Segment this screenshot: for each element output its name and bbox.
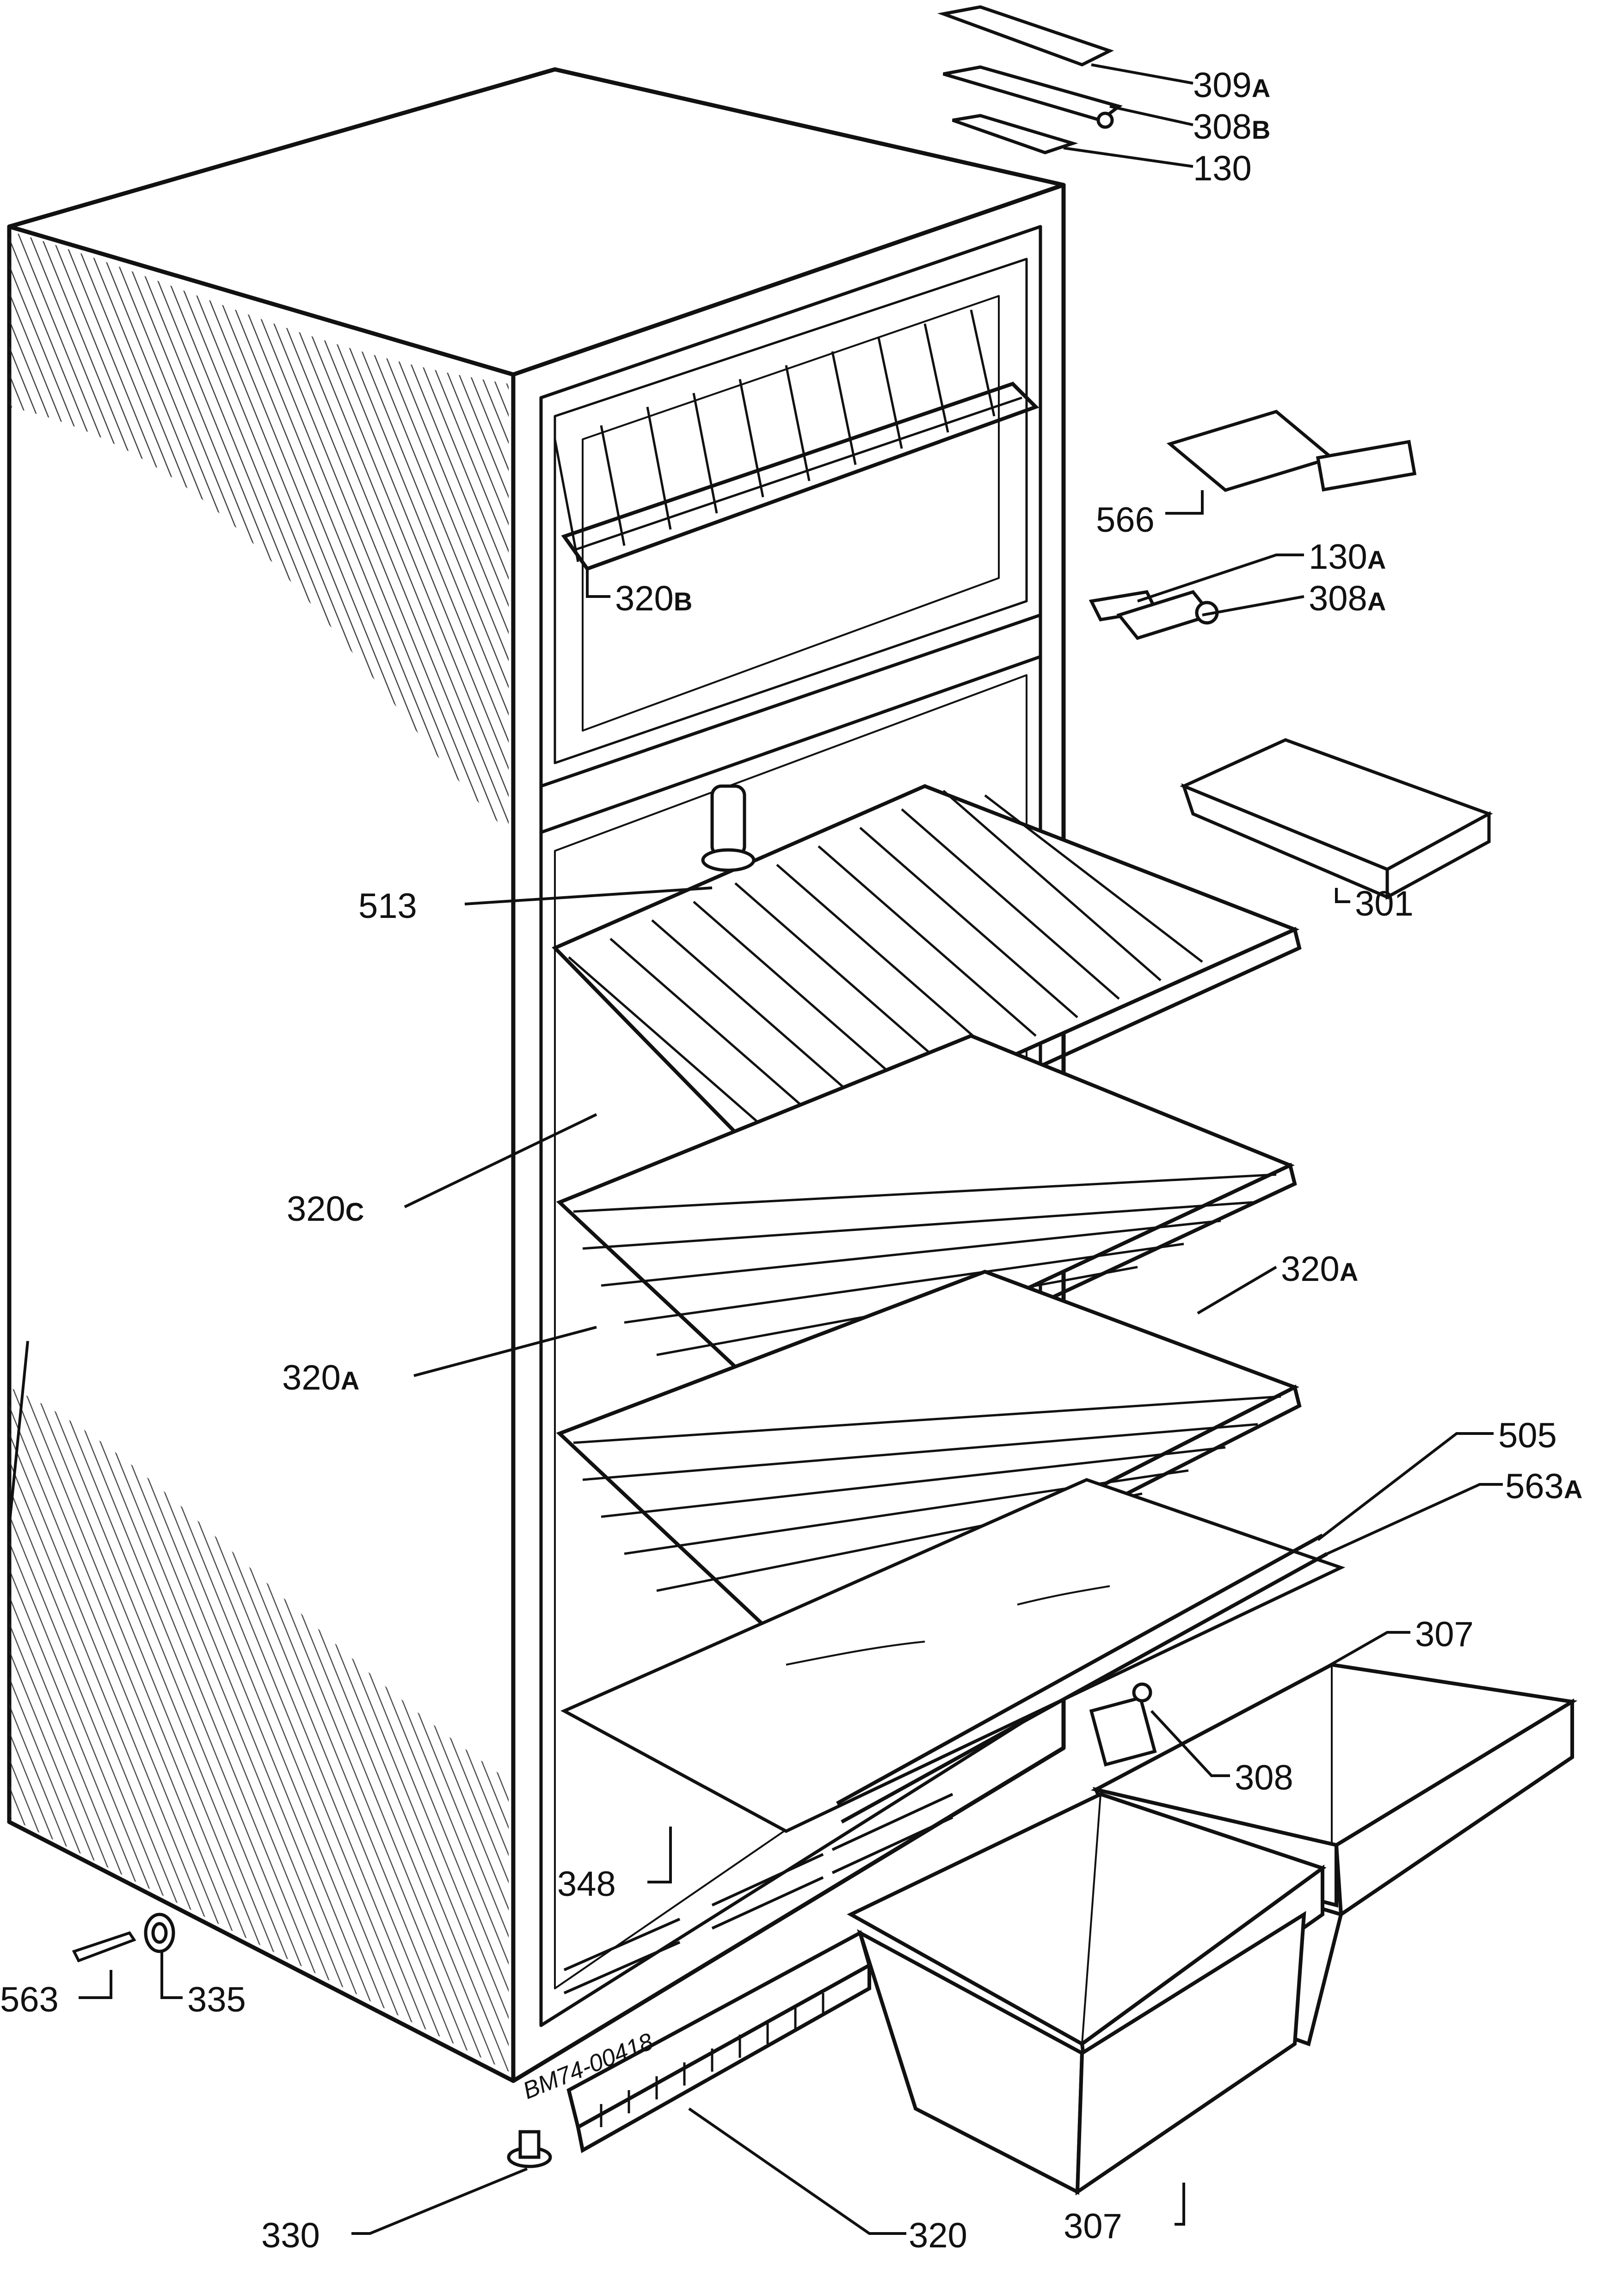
crisper-drawer-left (847, 1792, 1327, 2196)
label-130A: 130A (1309, 537, 1386, 577)
label-130: 130 (1193, 149, 1252, 188)
kick-plate (566, 1930, 872, 2153)
shim-130 (952, 114, 1078, 154)
label-320: 320 (909, 2216, 967, 2255)
ice-tray-301 (1180, 738, 1493, 900)
label-563A: 563A (1505, 1467, 1582, 1506)
trim-strip (836, 1533, 1328, 1824)
label-563: 563 (0, 1980, 59, 2019)
ice-scraper-566 (1166, 410, 1417, 492)
label-301: 301 (1355, 884, 1414, 923)
fridge-wire-shelf-320A-lower (556, 1269, 1302, 1667)
label-320A-left: 320A (282, 1358, 359, 1397)
label-513: 513 (358, 886, 417, 926)
bushing-335 (144, 1913, 175, 1953)
label-307-top: 307 (1415, 1615, 1474, 1654)
label-335: 335 (187, 1980, 246, 2019)
door-hinge-308 (1089, 1682, 1157, 1767)
label-307-bottom: 307 (1064, 2207, 1122, 2246)
label-566: 566 (1096, 500, 1155, 540)
label-309A: 309A (1193, 66, 1270, 105)
label-320A-right: 320A (1281, 1249, 1358, 1289)
leader-lines (79, 63, 1503, 2235)
screw-330 (507, 2130, 552, 2168)
label-320C: 320C (287, 1189, 364, 1229)
thermostat-knob-513 (701, 784, 756, 872)
label-308A: 308A (1309, 579, 1386, 618)
freezer-wire-shelf (554, 309, 1040, 571)
hinge-308B (943, 65, 1123, 129)
vent-slots (563, 1793, 953, 1994)
cabinet-side-shading (8, 231, 509, 2072)
hinge-cover-309A (937, 5, 1114, 67)
label-505: 505 (1498, 1416, 1557, 1455)
label-320B: 320B (615, 579, 692, 618)
crisper-glass-cover (560, 1478, 1346, 1833)
part-labels: 309A 308B 130 566 130A 308A 320B 513 301… (0, 66, 1582, 2255)
label-308: 308 (1235, 1758, 1293, 1797)
label-348: 348 (557, 1864, 616, 1904)
label-308B: 308B (1193, 107, 1270, 147)
label-330: 330 (261, 2216, 320, 2255)
fridge-glass-shelf-320C (552, 784, 1302, 1191)
pin-563 (72, 1931, 136, 1963)
